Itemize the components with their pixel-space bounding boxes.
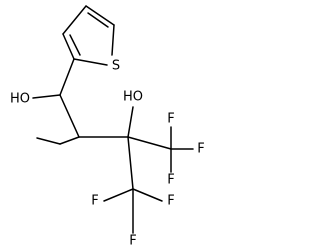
fluorine-2-label: F [197,142,204,157]
bond-ring-to-carbinol [59,58,75,96]
fluorine-5-label: F [167,194,174,209]
bond-c4-c5 [85,5,115,26]
bond-quaternary-to-cf3-lower [127,136,134,190]
bond-c3-c4 [62,5,87,35]
fluorine-3-label: F [167,173,174,188]
backbone-bonds [32,58,172,190]
cf3-upper-bonds [170,126,194,173]
bond-s-c2 [73,58,108,66]
bond-ethyl-terminal [36,137,61,145]
hydroxyl-left-label: HO [10,92,30,107]
bond-quaternary-to-oh [127,106,134,138]
thiophene-ring [62,5,115,66]
structure-diagram: S HO HO F F F F F F [10,5,205,249]
fluorine-1-label: F [167,112,174,127]
bond-quaternary-to-cf3-upper [127,136,172,150]
fluorine-6-label: F [129,234,136,249]
bond-c5-s [111,24,115,56]
bond-c4-c5-double [87,12,109,28]
bond-ch-to-ethyl [59,136,80,145]
bond-c2-c3 [62,33,75,60]
hydroxyl-right-label: HO [123,90,143,105]
bond-c2-c3-double [69,34,81,56]
bond-carbinol-to-ch [59,94,80,138]
bond-carbinol-to-oh [32,94,61,99]
sulfur-label: S [112,59,120,74]
fluorine-4-label: F [91,194,98,209]
bond-cf-6 [132,188,163,202]
bond-cf-5 [103,188,134,202]
cf3-lower-bonds [103,188,163,234]
